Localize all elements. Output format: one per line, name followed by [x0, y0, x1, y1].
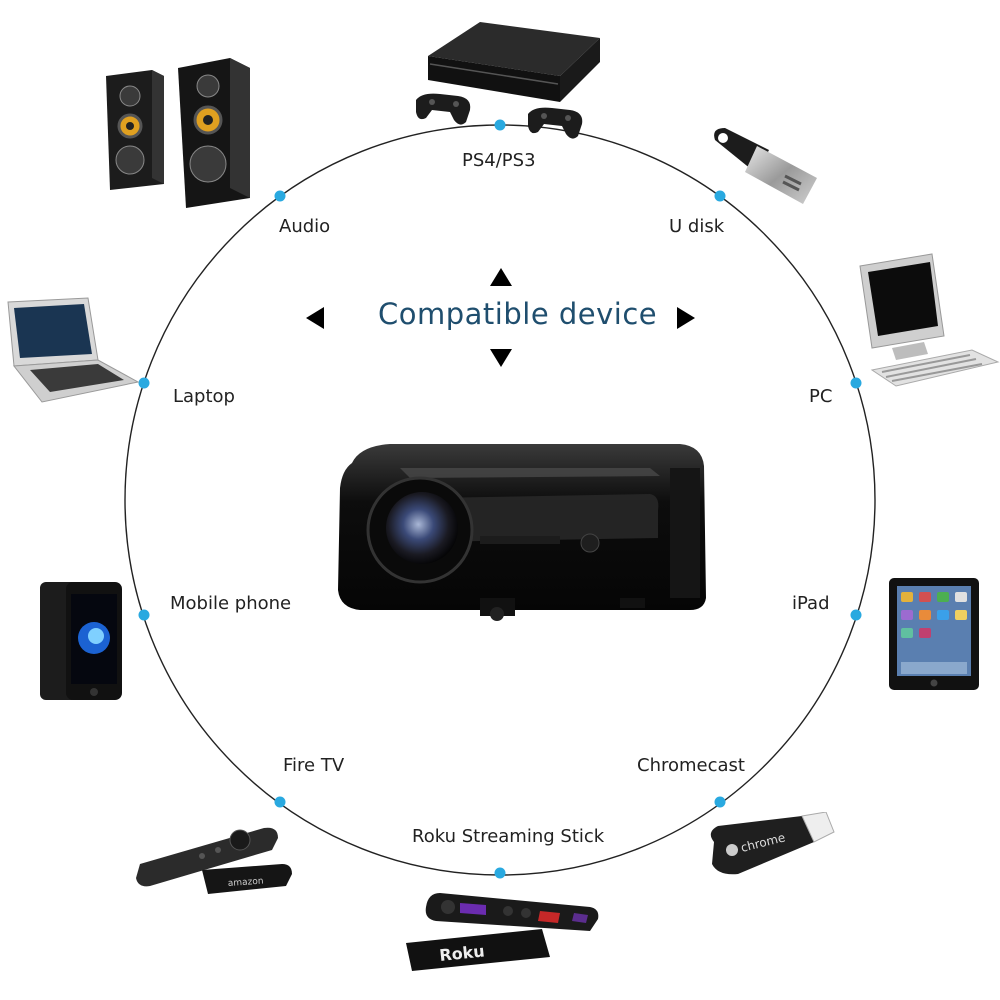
- label-laptop: Laptop: [173, 386, 235, 407]
- chromecast-dongle-icon: chrome: [710, 812, 835, 875]
- arrow-down-icon: [490, 349, 512, 367]
- label-roku-streaming-stick: Roku Streaming Stick: [412, 826, 605, 847]
- arrow-right-icon: [677, 307, 695, 329]
- desktop-computer-icon: [859, 253, 1000, 387]
- dot-chromecast: [714, 796, 726, 808]
- dot-laptop: [138, 377, 150, 389]
- dot-fire-tv: [274, 796, 286, 808]
- usb-flash-drive-icon: [714, 128, 817, 204]
- label-u-disk: U disk: [669, 216, 725, 237]
- label-audio: Audio: [279, 216, 331, 237]
- roku-brand-text: Roku: [438, 941, 485, 965]
- projector-icon: [338, 444, 706, 621]
- dot-audio: [274, 190, 286, 202]
- label-fire-tv: Fire TV: [283, 755, 345, 776]
- roku-stick-icon: Roku: [406, 893, 599, 971]
- laptop-icon: [7, 297, 140, 403]
- label-chromecast: Chromecast: [637, 755, 745, 776]
- label-pc: PC: [809, 386, 833, 407]
- amazon-brand-text: amazon: [228, 877, 264, 889]
- arrow-left-icon: [306, 307, 324, 329]
- label-mobile-phone: Mobile phone: [170, 593, 292, 614]
- dot-mobile-phone: [138, 609, 150, 621]
- tablet-icon: [889, 578, 979, 690]
- dot-u-disk: [714, 190, 726, 202]
- dot-ipad: [850, 609, 862, 621]
- smartphone-icon: [40, 582, 122, 700]
- fire-tv-stick-icon: amazon: [136, 827, 292, 894]
- label-ps4-ps3: PS4/PS3: [462, 150, 536, 171]
- game-console-icon: [416, 22, 600, 139]
- label-ipad: iPad: [792, 593, 830, 614]
- arrow-up-icon: [490, 268, 512, 286]
- speakers-icon: [106, 58, 250, 208]
- dot-ps4-ps3: [494, 119, 506, 131]
- dot-roku: [494, 867, 506, 879]
- dot-pc: [850, 377, 862, 389]
- diagram-title: Compatible device: [378, 297, 658, 331]
